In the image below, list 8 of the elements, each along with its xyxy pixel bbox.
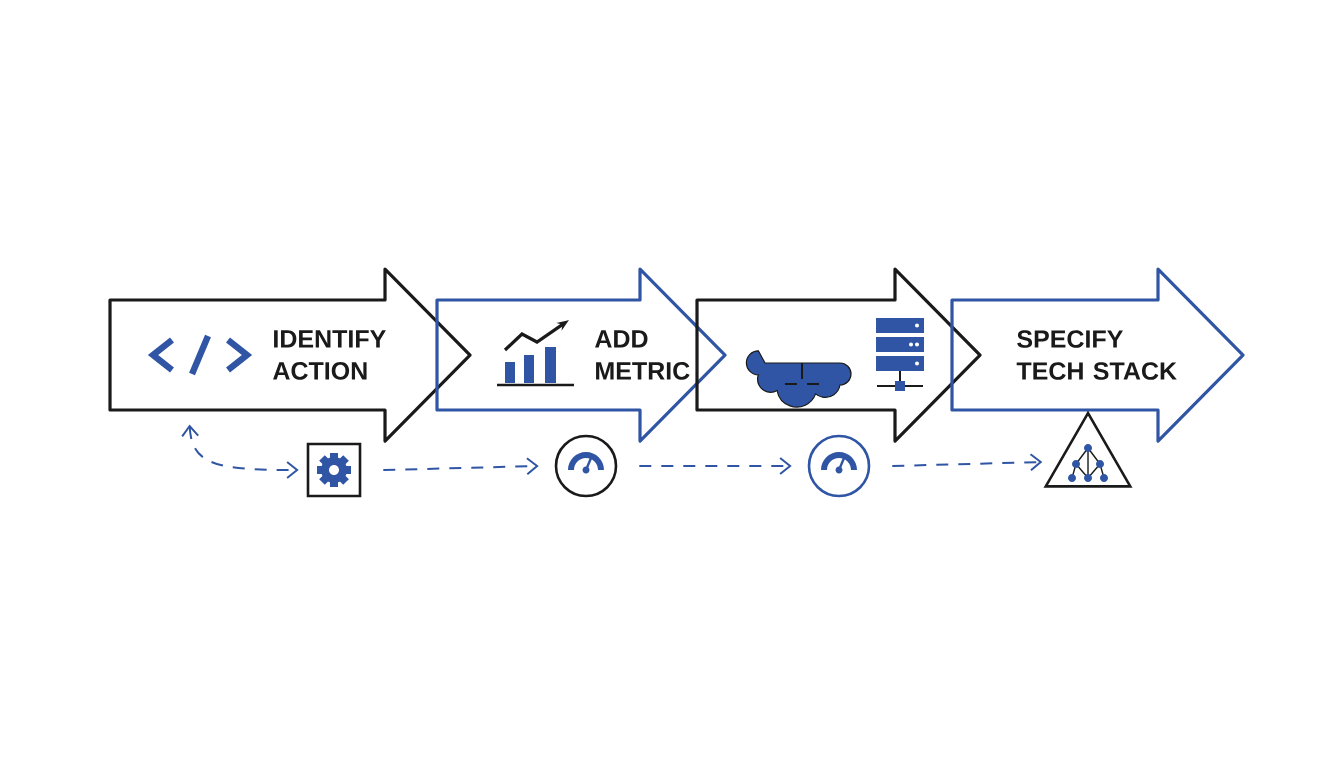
dashed-arrow xyxy=(181,424,299,479)
gauge-icon xyxy=(807,434,871,498)
dashed-arrow xyxy=(638,457,792,475)
gauge-icon xyxy=(554,434,618,498)
dashed-arrow xyxy=(382,457,539,476)
arrow-shape xyxy=(695,267,982,443)
dashed-arrow xyxy=(891,453,1043,472)
settings-icon xyxy=(306,442,362,498)
